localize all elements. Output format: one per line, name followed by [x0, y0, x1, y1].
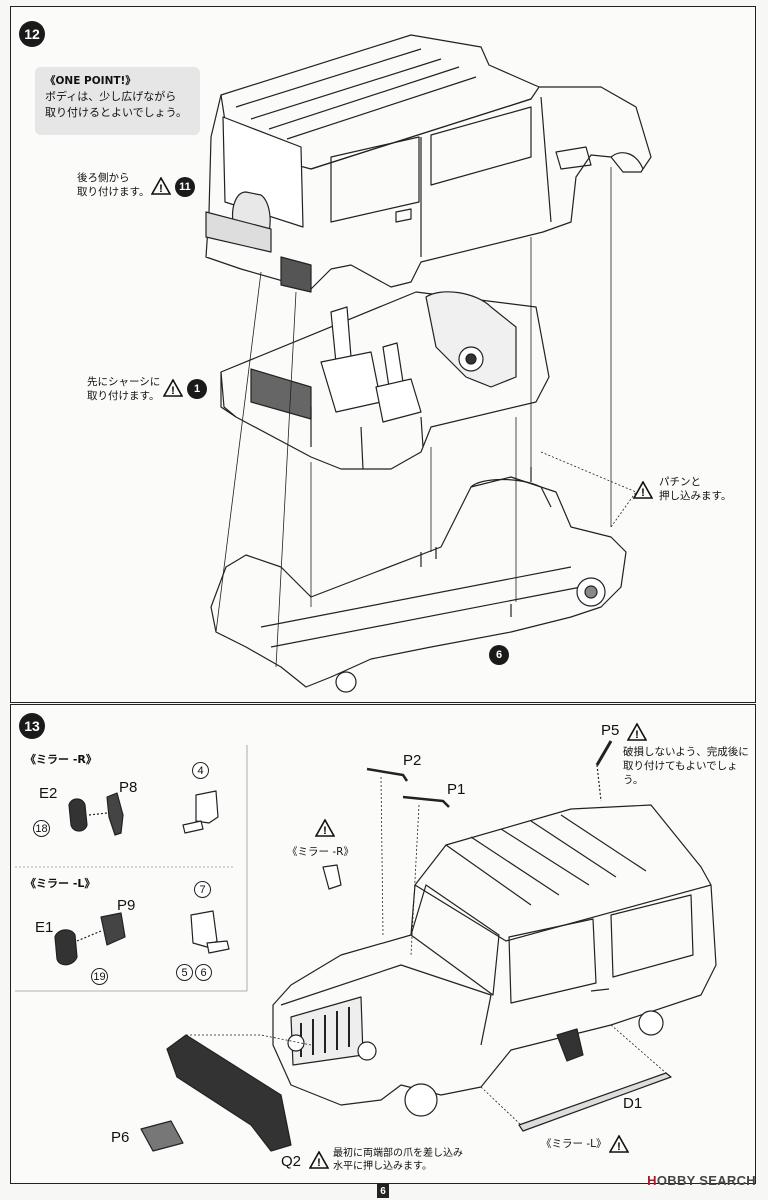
note-rear: 後ろ側から 取り付けます。 — [77, 171, 149, 199]
antenna-part-p5 — [595, 740, 613, 766]
step-number: 13 — [19, 713, 45, 739]
one-point-line2: 取り付けるとよいでしょう。 — [45, 106, 188, 119]
watermark-initial: H — [647, 1173, 657, 1188]
watermark: HOBBY SEARCH — [647, 1173, 756, 1188]
note-rear-line2: 取り付けます。 — [77, 186, 150, 198]
part-number-4: 4 — [192, 762, 209, 779]
part-number-18: 18 — [33, 820, 50, 837]
part-number-19: 19 — [91, 968, 108, 985]
note-chassis-line1: 先にシャーシに — [87, 376, 161, 388]
mirror-r-callout-part — [322, 864, 342, 890]
assembly-guide-lines — [215, 167, 637, 668]
step-number: 12 — [19, 21, 45, 47]
warning-icon: ! — [609, 1135, 629, 1153]
side-step-part-d1 — [518, 1072, 672, 1132]
note-chassis: 先にシャーシに 取り付けます。 — [87, 375, 160, 403]
plate-part-p6 — [140, 1120, 184, 1152]
mirror-r-callout: 《ミラー -R》 — [287, 846, 354, 858]
svg-text:!: ! — [159, 183, 163, 195]
page-number: 6 — [377, 1184, 389, 1198]
part-number-5: 5 — [176, 964, 193, 981]
warning-icon: ! — [627, 723, 647, 741]
part-label-e1: E1 — [35, 919, 54, 936]
note-snap-line1: パチンと — [659, 476, 701, 488]
part-label-d1: D1 — [623, 1095, 643, 1112]
step-13-panel: 13 《ミラー -R》 E2 P8 18 4 《ミラー -L》 P9 E1 19… — [10, 704, 756, 1184]
wiper-part-p2 — [366, 767, 409, 782]
mirror-l-title: 《ミラー -L》 — [25, 877, 96, 890]
svg-text:!: ! — [641, 487, 645, 499]
step-ref-6: 6 — [489, 645, 509, 665]
note-p5-line2: 取り付けてもよいでしょう。 — [623, 760, 738, 786]
step-ref-11: 11 — [175, 177, 195, 197]
mirror-l-callout: 《ミラー -L》 — [541, 1138, 607, 1150]
note-rear-line1: 後ろ側から — [77, 172, 130, 184]
svg-text:!: ! — [171, 385, 175, 397]
one-point-box: 《ONE POINT!》 ボディは、少し広げながら 取り付けるとよいでしょう。 — [35, 67, 200, 135]
mirror-r-part-p8 — [106, 792, 124, 836]
part-label-p8: P8 — [119, 779, 138, 796]
part-label-q2: Q2 — [281, 1153, 302, 1170]
one-point-line1: ボディは、少し広げながら — [45, 90, 177, 103]
part-label-p9: P9 — [117, 897, 136, 914]
note-snap: パチンと 押し込みます。 — [659, 475, 731, 503]
wiper-part-p1 — [402, 795, 450, 808]
svg-text:!: ! — [617, 1141, 621, 1153]
note-q2-line2: 水平に押し込みます。 — [333, 1161, 432, 1172]
part-label-p1: P1 — [447, 781, 466, 798]
watermark-rest: OBBY SEARCH — [656, 1173, 756, 1188]
note-p5: 破損しないよう、完成後に 取り付けてもよいでしょう。 — [623, 745, 755, 787]
note-q2-line1: 最初に両端部の爪を差し込み — [333, 1148, 463, 1159]
svg-text:!: ! — [323, 825, 327, 837]
svg-text:!: ! — [317, 1157, 321, 1169]
warning-icon: ! — [151, 177, 171, 195]
mirror-l-part-e1 — [54, 929, 78, 966]
one-point-heading: 《ONE POINT!》 — [45, 75, 136, 87]
part-number-7: 7 — [194, 881, 211, 898]
mirror-r-part-e2 — [68, 798, 88, 832]
step-12-panel: 12 《ONE POINT!》 ボディは、少し広げながら 取り付けるとよいでしょ… — [10, 6, 756, 703]
warning-icon: ! — [633, 481, 653, 499]
part-label-p2: P2 — [403, 752, 422, 769]
note-chassis-line2: 取り付けます。 — [87, 390, 160, 402]
mirror-r-title: 《ミラー -R》 — [25, 753, 97, 766]
part-number-6: 6 — [195, 964, 212, 981]
warning-icon: ! — [163, 379, 183, 397]
step-ref-1: 1 — [187, 379, 207, 399]
mirror-r-assembled — [195, 790, 219, 824]
svg-text:!: ! — [635, 729, 639, 741]
chassis-illustration — [210, 467, 627, 693]
note-p5-line1: 破損しないよう、完成後に — [623, 746, 749, 758]
note-snap-line2: 押し込みます。 — [659, 490, 732, 502]
warning-icon: ! — [315, 819, 335, 837]
note-q2: 最初に両端部の爪を差し込み 水平に押し込みます。 — [333, 1147, 463, 1173]
part-label-p6: P6 — [111, 1129, 130, 1146]
part-label-p5: P5 — [601, 722, 620, 739]
interior-tub-illustration — [220, 291, 550, 470]
mirror-l-callout-part — [556, 1028, 584, 1062]
warning-icon: ! — [309, 1151, 329, 1169]
mirror-l-assembled — [190, 910, 218, 948]
bumper-part-q2 — [166, 1034, 292, 1152]
part-label-e2: E2 — [39, 785, 58, 802]
body-shell-illustration — [205, 34, 652, 293]
mirror-l-part-p9 — [100, 912, 126, 946]
